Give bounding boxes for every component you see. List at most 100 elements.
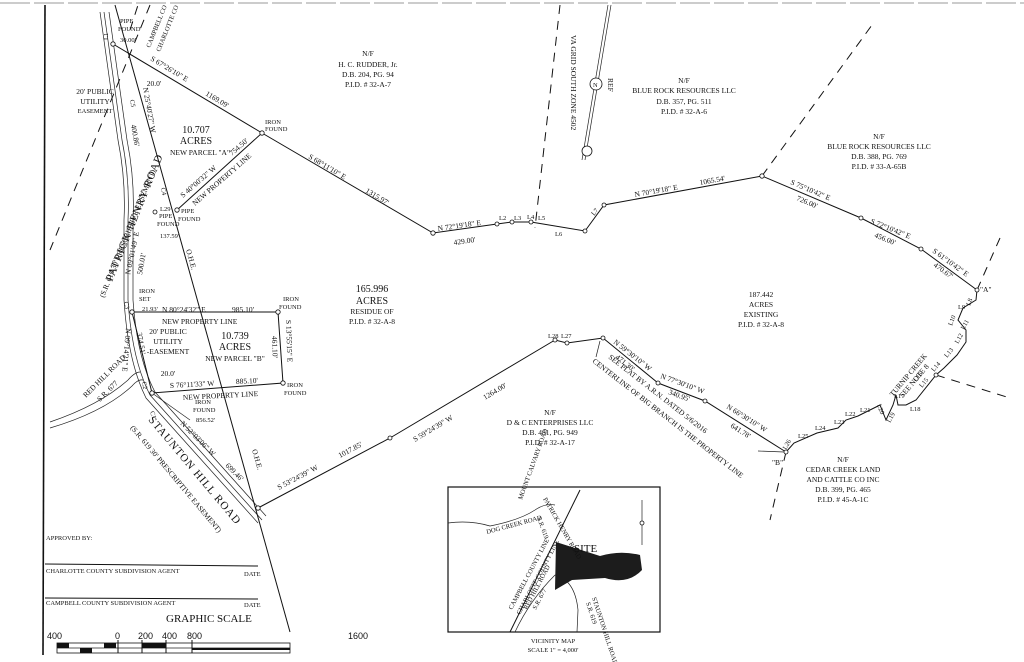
creek-notes: CENTERLINE OF BIG BRANCH IS THE PROPERTY… (591, 285, 992, 480)
svg-text:ACRES: ACRES (749, 300, 773, 309)
svg-text:UTILITY: UTILITY (80, 97, 110, 106)
survey-points (110, 41, 980, 511)
approval-block: APPROVED BY: CHARLOTTE COUNTY SUBDIVISIO… (44, 535, 261, 609)
owner-blue-rock-2: N/F BLUE ROCK RESOURCES LLC D.B. 388, PG… (827, 132, 931, 171)
svg-text:EXISTING: EXISTING (744, 310, 779, 319)
svg-text:N/F: N/F (362, 49, 374, 58)
svg-text:20' PUBLIC: 20' PUBLIC (149, 327, 186, 336)
svg-text:UTILITY: UTILITY (153, 337, 183, 346)
red-hill-road (49, 371, 144, 429)
svg-text:500.01': 500.01' (135, 252, 148, 276)
ohe-label: O.H.E. (250, 448, 264, 471)
svg-text:ACRES: ACRES (356, 296, 388, 307)
svg-text:P.I.D. # 32-A-8: P.I.D. # 32-A-8 (349, 317, 395, 326)
svg-text:CEDAR CREEK LAND: CEDAR CREEK LAND (806, 465, 881, 474)
svg-text:S 53°24'39" W: S 53°24'39" W (276, 462, 321, 491)
svg-text:429.00': 429.00' (453, 235, 477, 247)
svg-text:L20: L20 (875, 403, 885, 415)
svg-text:P.I.D. # 32-A-8: P.I.D. # 32-A-8 (738, 320, 784, 329)
svg-text:VA GRID SOUTH ZONE 4502: VA GRID SOUTH ZONE 4502 (569, 35, 578, 131)
boundary-creek (785, 289, 978, 453)
county-line-top (129, 4, 139, 31)
svg-text:FOUND: FOUND (284, 390, 307, 397)
svg-text:GRAPHIC SCALE: GRAPHIC SCALE (166, 613, 252, 625)
boundary-south (257, 337, 787, 509)
svg-text:PIPE: PIPE (181, 208, 194, 215)
svg-text:P.I.D. # 33-A-65B: P.I.D. # 33-A-65B (852, 162, 907, 171)
county-line (49, 4, 151, 251)
monument-labels: PIPE FOUND 30.00' IRON FOUND PIPE FOUND … (118, 18, 307, 424)
svg-text:N 09°14'21" E: N 09°14'21" E (120, 328, 133, 373)
svg-text:"A": "A" (980, 285, 992, 294)
grid-reference: N VA GRID SOUTH ZONE 4502 REF (569, 4, 615, 161)
svg-text:PIPE: PIPE (120, 18, 133, 25)
parcel-b-label: 10.739 ACRES NEW PARCEL "B" (205, 331, 265, 363)
svg-text:856.52': 856.52' (196, 417, 215, 424)
owner-rudder: N/F H. C. RUDDER, Jr. D.B. 204, PG. 94 P… (338, 49, 398, 89)
svg-text:FOUND: FOUND (178, 216, 201, 223)
svg-text:C2: C2 (140, 381, 148, 390)
svg-text:1017.85': 1017.85' (337, 439, 365, 459)
svg-text:RESIDUE OF: RESIDUE OF (350, 307, 393, 316)
svg-text:IRON: IRON (265, 119, 281, 126)
svg-text:PIPE: PIPE (159, 213, 172, 220)
ohe-line (114, 4, 291, 633)
svg-text:L17: L17 (894, 393, 905, 400)
svg-text:L27: L27 (561, 333, 572, 340)
svg-text:S 13°55'15" E: S 13°55'15" E (284, 320, 294, 363)
svg-text:461.10': 461.10' (270, 336, 280, 359)
parcel-a-label: 10.707 ACRES NEW PARCEL "A" (170, 125, 230, 157)
svg-text:IRON: IRON (283, 296, 299, 303)
svg-text:N/F: N/F (873, 132, 885, 141)
svg-text:BLUE ROCK RESOURCES LLC: BLUE ROCK RESOURCES LLC (632, 86, 736, 95)
svg-text:D.B. 357, PG. 511: D.B. 357, PG. 511 (656, 97, 712, 106)
svg-text:30.00': 30.00' (120, 37, 136, 44)
svg-text:D.B. 399, PG. 465: D.B. 399, PG. 465 (815, 485, 871, 494)
svg-text:S 68°11'10" E: S 68°11'10" E (307, 152, 348, 182)
svg-text:1264.00': 1264.00' (481, 380, 508, 401)
line-segment-labels: L1 L2 L3 L4 L5 L6 L7 L8 L9 L10 L11 L12 L… (103, 33, 974, 451)
north-arrow-icon (589, 77, 603, 91)
svg-text:SET: SET (139, 296, 151, 303)
svg-text:ACRES: ACRES (180, 136, 212, 147)
svg-text:374.51': 374.51' (135, 332, 148, 356)
svg-text:AND CATTLE CO INC: AND CATTLE CO INC (806, 475, 879, 484)
svg-text:P.I.D. # 32-A-6: P.I.D. # 32-A-6 (661, 107, 707, 116)
svg-text:0: 0 (115, 631, 120, 641)
svg-text:H. C. RUDDER, Jr.: H. C. RUDDER, Jr. (338, 60, 398, 69)
owner-dc-enterprises: N/F D & C ENTERPRISES LLC D.B. 481, PG. … (507, 408, 594, 447)
svg-text:985.10': 985.10' (232, 305, 255, 314)
svg-text:N 25°40'27" W: N 25°40'27" W (141, 87, 158, 135)
svg-text:L19: L19 (886, 411, 897, 424)
svg-text:L21: L21 (860, 407, 870, 414)
parcel-a-line (176, 132, 263, 211)
svg-text:FOUND: FOUND (265, 126, 288, 133)
svg-text:N/F: N/F (544, 408, 556, 417)
svg-text:SCALE 1" = 4,000': SCALE 1" = 4,000' (528, 647, 579, 654)
svg-text:NEW PARCEL "B": NEW PARCEL "B" (205, 354, 265, 363)
svg-text:IRON: IRON (139, 288, 155, 295)
svg-text:L4: L4 (527, 214, 535, 221)
svg-text:20' PUBLIC: 20' PUBLIC (76, 87, 113, 96)
svg-text:L9: L9 (958, 304, 965, 311)
adjoiner-dash (769, 451, 787, 521)
svg-text:L29: L29 (160, 206, 170, 213)
owner-cedar-creek: N/F CEDAR CREEK LAND AND CATTLE CO INC D… (806, 455, 881, 504)
svg-text:(S.R. 619 30' PRESCRIPTIVE EAS: (S.R. 619 30' PRESCRIPTIVE EASEMENT) (98, 168, 158, 299)
svg-text:FOUND: FOUND (157, 221, 180, 228)
svg-text:EASEMENT: EASEMENT (78, 108, 113, 115)
residue-parcel-label: 165.996 ACRES RESIDUE OF P.I.D. # 32-A-8 (349, 284, 395, 326)
svg-text:D.B. 204, PG. 94: D.B. 204, PG. 94 (342, 70, 394, 79)
svg-text:N/F: N/F (837, 455, 849, 464)
svg-text:L11: L11 (960, 319, 971, 331)
svg-text:20.0': 20.0' (147, 79, 162, 88)
svg-text:IRON: IRON (195, 399, 211, 406)
svg-text:S 76°11'33" W: S 76°11'33" W (170, 379, 216, 390)
svg-text:NEW PARCEL "A": NEW PARCEL "A" (170, 148, 230, 157)
svg-text:400.86': 400.86' (129, 124, 142, 148)
svg-text:L23: L23 (834, 419, 844, 426)
svg-text:L7: L7 (590, 207, 600, 218)
svg-text:APPROVED BY:: APPROVED BY: (46, 535, 92, 542)
svg-text:165.996: 165.996 (356, 284, 389, 295)
svg-text:885.10': 885.10' (236, 376, 259, 386)
